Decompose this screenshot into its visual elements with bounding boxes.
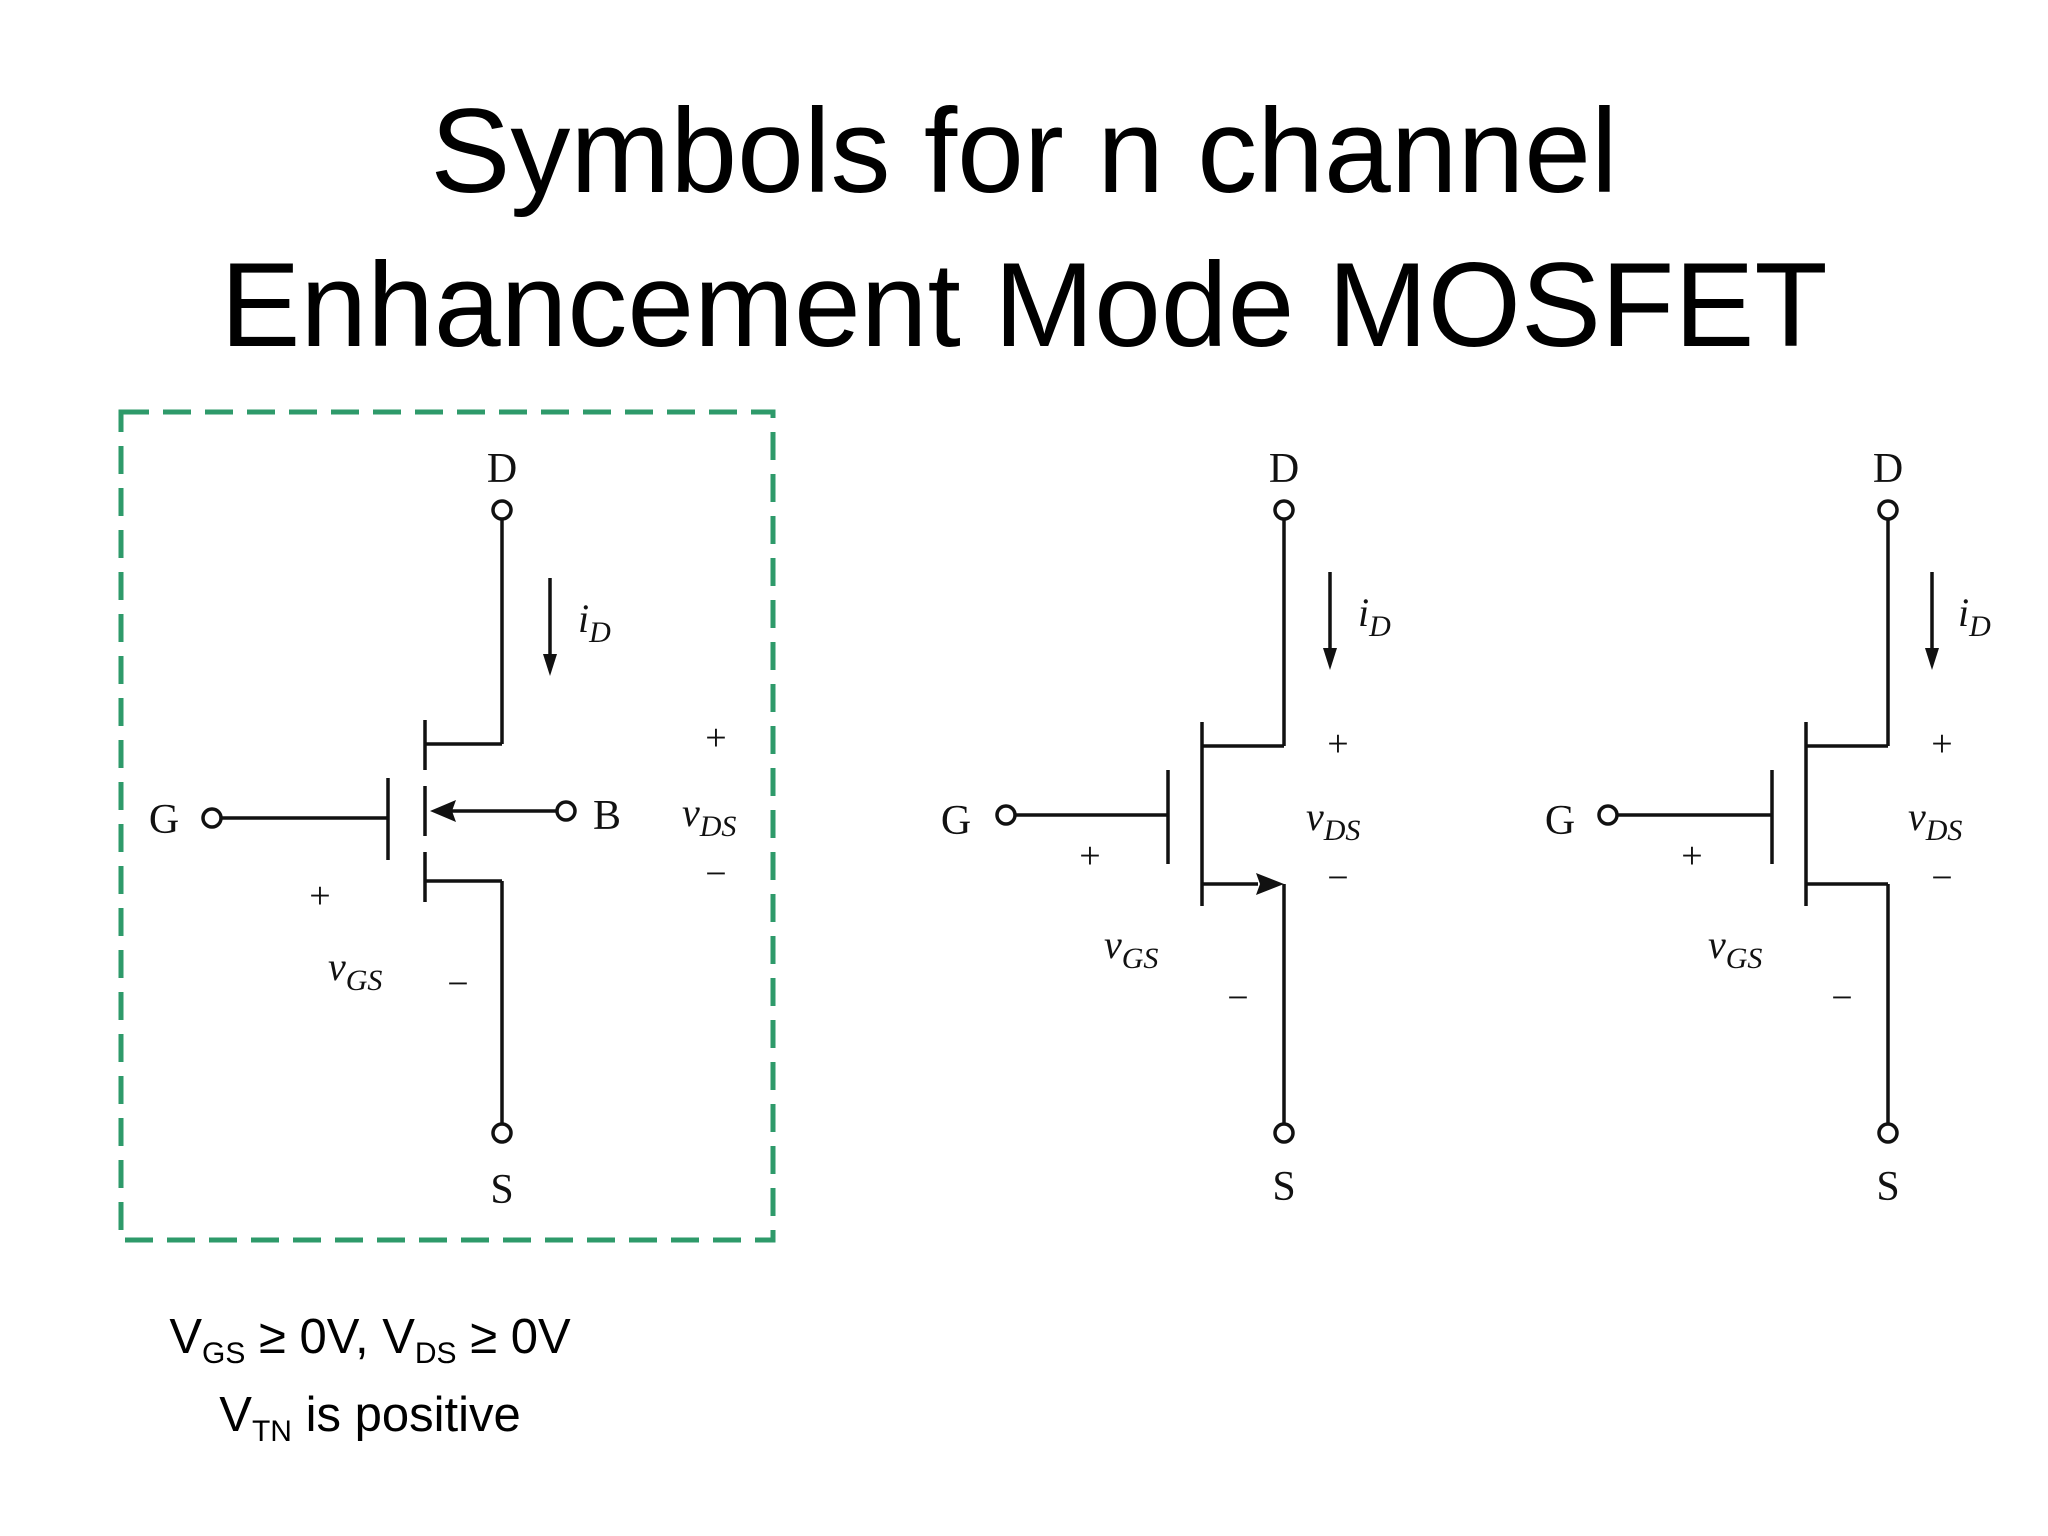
source-terminal [1273, 1122, 1295, 1144]
symbol-source-arrow [995, 499, 1337, 1144]
vgs-plus: + [309, 875, 330, 917]
gate-terminal [1597, 804, 1619, 826]
source-terminal [1877, 1122, 1899, 1144]
drain-terminal [491, 499, 513, 521]
title-line-1: Symbols for n channel [430, 84, 1618, 218]
drain-current-label: iD [1358, 590, 1391, 643]
vds-minus: − [1931, 857, 1952, 899]
vds-minus: − [1327, 857, 1348, 899]
symbol-with-body [201, 499, 577, 1144]
gate-terminal [995, 804, 1017, 826]
vgs-plus: + [1681, 835, 1702, 877]
drain-label: D [1873, 446, 1903, 492]
body-terminal [555, 800, 577, 822]
vgs-minus: − [1831, 977, 1852, 1019]
vds-plus: + [1327, 723, 1348, 765]
slide-title: Symbols for n channel Enhancement Mode M… [0, 74, 2048, 382]
drain-terminal [1273, 499, 1295, 521]
vds-label: vDS [1908, 794, 1962, 847]
vds-label: vDS [1306, 794, 1360, 847]
vgs-plus: + [1079, 835, 1100, 877]
drain-current-label: iD [578, 596, 611, 649]
source-terminal [491, 1122, 513, 1144]
source-label: S [1876, 1164, 1899, 1210]
vds-minus: − [705, 853, 726, 895]
symbol-simplified [1597, 499, 1939, 1144]
vds-plus: + [1931, 723, 1952, 765]
title-line-2: Enhancement Mode MOSFET [220, 238, 1828, 372]
threshold-condition-line: VTN is positive [219, 1388, 521, 1448]
vgs-label: vGS [1104, 922, 1158, 975]
vgs-minus: − [447, 963, 468, 1005]
body-label: B [593, 793, 621, 839]
source-label: S [1272, 1164, 1295, 1210]
conditions-notes: VGS ≥ 0V, VDS ≥ 0V VTN is positive [110, 1298, 630, 1454]
drain-label: D [1269, 446, 1299, 492]
gate-label: G [149, 797, 179, 843]
drain-current-label: iD [1958, 590, 1991, 643]
vgs-label: vGS [328, 944, 382, 997]
vgs-minus: − [1227, 977, 1248, 1019]
vgs-label: vGS [1708, 922, 1762, 975]
drain-terminal [1877, 499, 1899, 521]
vds-label: vDS [682, 790, 736, 843]
voltage-condition-line: VGS ≥ 0V, VDS ≥ 0V [169, 1310, 571, 1370]
highlight-box [118, 409, 776, 1243]
source-label: S [490, 1167, 513, 1213]
drain-label: D [487, 446, 517, 492]
gate-label: G [941, 798, 971, 844]
gate-terminal [201, 807, 223, 829]
vds-plus: + [705, 717, 726, 759]
gate-label: G [1545, 798, 1575, 844]
